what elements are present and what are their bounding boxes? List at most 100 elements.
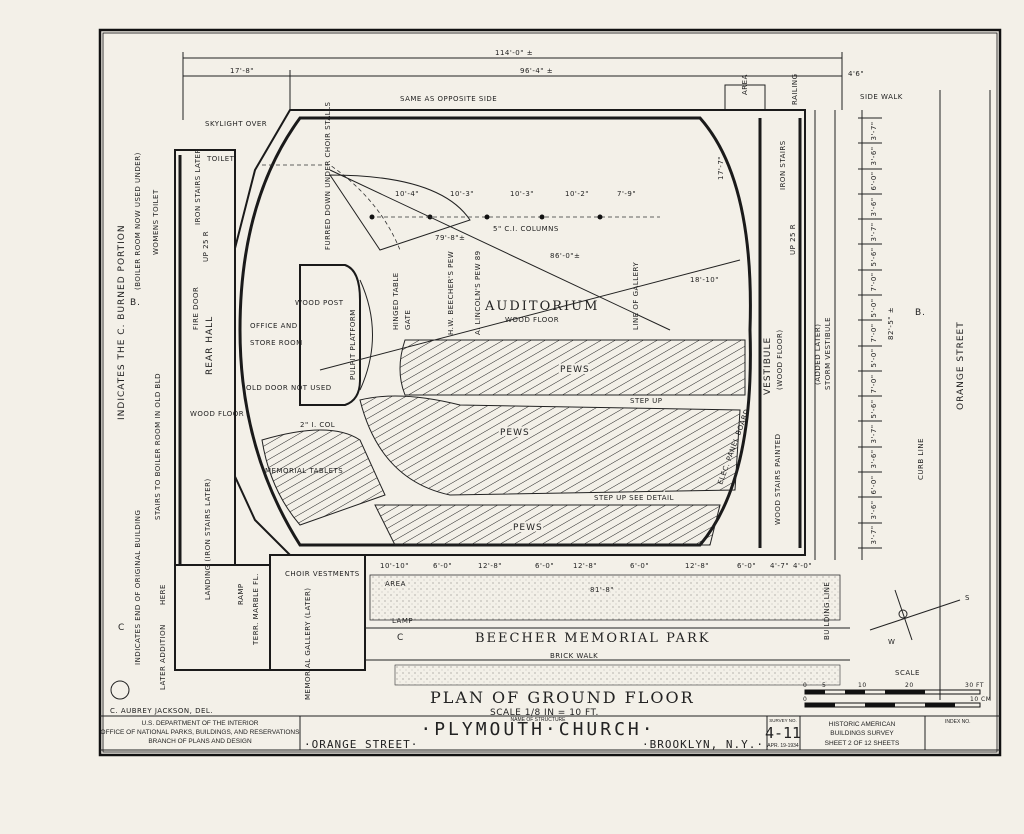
dept-line-2: OFFICE OF NATIONAL PARKS, BUILDINGS, AND… xyxy=(101,729,301,736)
svg-text:20: 20 xyxy=(905,682,914,689)
svg-text:17'-7": 17'-7" xyxy=(717,156,725,180)
dim-right: 4'6" xyxy=(848,70,864,78)
svg-text:6'-0": 6'-0" xyxy=(870,171,878,190)
col-label: 2" I. COL xyxy=(300,421,335,429)
habs-line-1: HISTORIC AMERICAN xyxy=(829,721,896,728)
svg-text:3'-7": 3'-7" xyxy=(870,222,878,241)
svg-text:12'-8": 12'-8" xyxy=(478,562,502,570)
area-bottom-label: AREA xyxy=(385,580,406,588)
svg-text:4'-0": 4'-0" xyxy=(793,562,812,570)
svg-text:3'-7": 3'-7" xyxy=(870,121,878,140)
svg-text:30 FT: 30 FT xyxy=(965,682,984,689)
office-label: OFFICE AND xyxy=(250,322,298,330)
curb-line-label: CURB LINE xyxy=(917,438,925,480)
sheet-number: SHEET 2 OF 12 SHEETS xyxy=(825,740,900,747)
columns-label: 5" C.I. COLUMNS xyxy=(493,225,559,233)
svg-text:10: 10 xyxy=(858,682,867,689)
dept-line-1: U.S. DEPARTMENT OF THE INTERIOR xyxy=(142,720,259,727)
here-label: HERE xyxy=(159,584,167,605)
svg-text:10'-10": 10'-10" xyxy=(380,562,409,570)
scale-text: SCALE 1/8 IN = 10 FT. xyxy=(490,708,599,718)
burned-portion-label: INDICATES THE C. BURNED PORTION xyxy=(117,224,127,420)
terr-marble-label: TERR. MARBLE FL. xyxy=(252,573,260,646)
svg-text:12'-8": 12'-8" xyxy=(573,562,597,570)
svg-text:SCALE: SCALE xyxy=(895,669,920,677)
wood-stairs-label: WOOD STAIRS PAINTED xyxy=(774,433,782,525)
park-area xyxy=(369,574,841,621)
svg-text:10'-2": 10'-2" xyxy=(565,190,589,198)
wood-post-label: WOOD POST xyxy=(295,299,344,307)
svg-text:4'-7": 4'-7" xyxy=(770,562,789,570)
habs-line-2: BUILDINGS SURVEY xyxy=(830,730,894,737)
plan-labels: TOILET WOMENS TOILET (BOILER ROOM NOW US… xyxy=(117,101,970,700)
survey-label: SURVEY NO. xyxy=(769,718,797,723)
title-block: U.S. DEPARTMENT OF THE INTERIOR OFFICE O… xyxy=(100,715,1000,751)
dim-left: 17'-8" xyxy=(230,67,254,75)
svg-text:79'-8"±: 79'-8"± xyxy=(435,234,465,242)
name-of-structure-label: NAME OF STRUCTURE xyxy=(511,717,567,723)
beecher-pew-label: H.W. BEECHER'S PEW xyxy=(447,251,455,335)
ramp-label: RAMP xyxy=(237,583,245,605)
stairs-boiler-label: STAIRS TO BOILER ROOM IN OLD BLD xyxy=(154,373,162,520)
choir-label: CHOIR VESTMENTS xyxy=(285,570,360,578)
gate-label: GATE xyxy=(404,310,412,330)
south-label: S xyxy=(965,594,970,602)
svg-text:6'-0": 6'-0" xyxy=(433,562,452,570)
memorial-gallery-label: MEMORIAL GALLERY (LATER) xyxy=(304,587,312,700)
pews-left xyxy=(261,429,386,526)
furred-label: FURRED DOWN UNDER CHOIR STALLS xyxy=(324,101,332,250)
womens-toilet-label: WOMENS TOILET xyxy=(152,189,160,255)
svg-text:3'-6": 3'-6" xyxy=(870,197,878,216)
toilet-label: TOILET xyxy=(206,155,235,163)
auditorium-label: AUDITORIUM xyxy=(484,299,599,314)
seal-icon xyxy=(110,680,130,700)
rear-hall-label: REAR HALL xyxy=(205,316,215,375)
iron-stairs-label: IRON STAIRS LATER xyxy=(194,148,202,225)
sheet-border-inner xyxy=(102,32,998,753)
sheet-border xyxy=(98,28,1002,757)
survey-date: APR. 19-1934 xyxy=(767,743,799,749)
vestibule-floor-label: (WOOD FLOOR) xyxy=(776,329,784,390)
city: ·BROOKLYN, N.Y.· xyxy=(642,738,764,751)
svg-text:81'-8": 81'-8" xyxy=(590,586,614,594)
structure-name: ·PLYMOUTH·CHURCH· xyxy=(420,719,655,740)
svg-text:10'-3": 10'-3" xyxy=(450,190,474,198)
dept-line-3: BRANCH OF PLANS AND DESIGN xyxy=(148,738,252,745)
hinged-table-label: HINGED TABLE xyxy=(392,272,400,330)
pews-label-1: PEWS xyxy=(560,365,590,375)
added-later-label: (ADDED LATER) xyxy=(814,324,822,385)
section-c-right: C xyxy=(397,633,404,643)
orange-street-label: ORANGE STREET xyxy=(956,321,966,410)
svg-text:5'-0": 5'-0" xyxy=(870,348,878,367)
up25r-label: UP 25 R xyxy=(202,231,210,262)
section-c-left: C xyxy=(118,623,125,633)
section-b-right: B. xyxy=(915,308,926,318)
graphic-scale: SCALE 0 5 10 20 30 FT 0 10 CM xyxy=(803,669,991,708)
side-walk-label: SIDE WALK xyxy=(860,93,903,101)
boiler-room-label: (BOILER ROOM NOW USED UNDER) xyxy=(134,152,142,290)
memorial-tablets-label: MEMORIAL TABLETS xyxy=(265,467,343,475)
svg-text:5'-6": 5'-6" xyxy=(870,247,878,266)
fire-door-label: FIRE DOOR xyxy=(192,287,200,330)
pulpit-label: PULPIT PLATFORM xyxy=(349,309,357,380)
svg-text:86'-0"±: 86'-0"± xyxy=(550,252,580,260)
step-up-label: STEP UP xyxy=(630,397,662,405)
street: ·ORANGE STREET· xyxy=(304,738,418,751)
end-original-label: INDICATES END OF ORIGINAL BUILDING xyxy=(134,510,142,665)
pews-lower xyxy=(374,504,721,546)
svg-text:6'-0": 6'-0" xyxy=(630,562,649,570)
dimension-labels: 10'-4" 10'-3" 10'-3" 10'-2" 7'-9" 79'-8"… xyxy=(380,121,895,594)
svg-text:3'-6": 3'-6" xyxy=(870,146,878,165)
index-label: INDEX NO. xyxy=(945,719,971,725)
svg-text:10'-4": 10'-4" xyxy=(395,190,419,198)
svg-text:5: 5 xyxy=(822,682,826,689)
svg-text:0: 0 xyxy=(803,696,807,703)
lincoln-pew-label: A. LINCOLN'S PEW 89 xyxy=(474,250,482,335)
svg-text:5'-0": 5'-0" xyxy=(870,298,878,317)
brick-walk-label: BRICK WALK xyxy=(550,652,598,660)
up25r-right-label: UP 25 R xyxy=(789,224,797,255)
right-dimension-ticks xyxy=(858,117,882,549)
same-side-label: SAME AS OPPOSITE SIDE xyxy=(400,95,497,103)
svg-text:6'-0": 6'-0" xyxy=(535,562,554,570)
